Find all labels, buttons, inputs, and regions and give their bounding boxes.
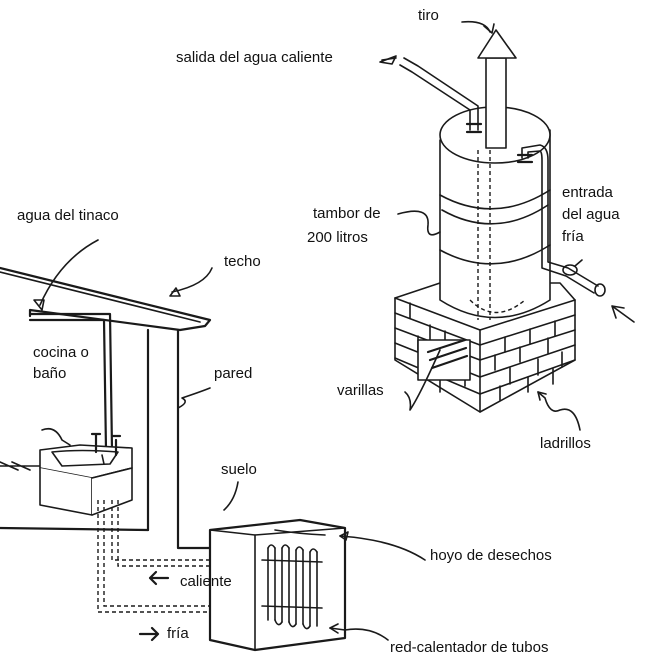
hot-outlet-pipe — [379, 55, 483, 134]
label-fria: fría — [167, 625, 189, 642]
roof — [0, 266, 212, 332]
label-agua-tinaco: agua del tinaco — [17, 207, 119, 224]
wall — [146, 328, 212, 550]
label-entrada-2: del agua — [562, 206, 620, 223]
leader-tambor — [397, 210, 441, 236]
label-caliente: caliente — [180, 573, 232, 590]
label-tiro: tiro — [418, 7, 439, 24]
label-varillas: varillas — [337, 382, 384, 399]
label-entrada-3: fría — [562, 228, 584, 245]
label-red: red-calentador de tubos — [390, 639, 549, 656]
label-cocina-1: cocina o — [33, 344, 89, 361]
chimney — [461, 20, 517, 149]
tube-coil — [261, 544, 323, 630]
leader-ladrillos — [537, 391, 581, 431]
label-hoyo: hoyo de desechos — [430, 547, 552, 564]
sink — [39, 427, 133, 516]
label-suelo: suelo — [221, 461, 257, 478]
cold-inlet-pipe — [516, 144, 635, 323]
label-tambor-2: 200 litros — [307, 229, 368, 246]
label-pared: pared — [214, 365, 253, 382]
label-entrada-1: entrada — [562, 184, 613, 201]
label-salida: salida del agua caliente — [176, 49, 333, 66]
waste-pit — [208, 518, 426, 652]
leader-varillas — [404, 349, 441, 411]
label-tambor-1: tambor de — [313, 205, 381, 222]
house — [0, 239, 270, 642]
label-techo: techo — [224, 253, 261, 270]
label-ladrillos: ladrillos — [540, 435, 591, 452]
drum-heater — [379, 20, 635, 431]
label-cocina-2: baño — [33, 365, 67, 382]
